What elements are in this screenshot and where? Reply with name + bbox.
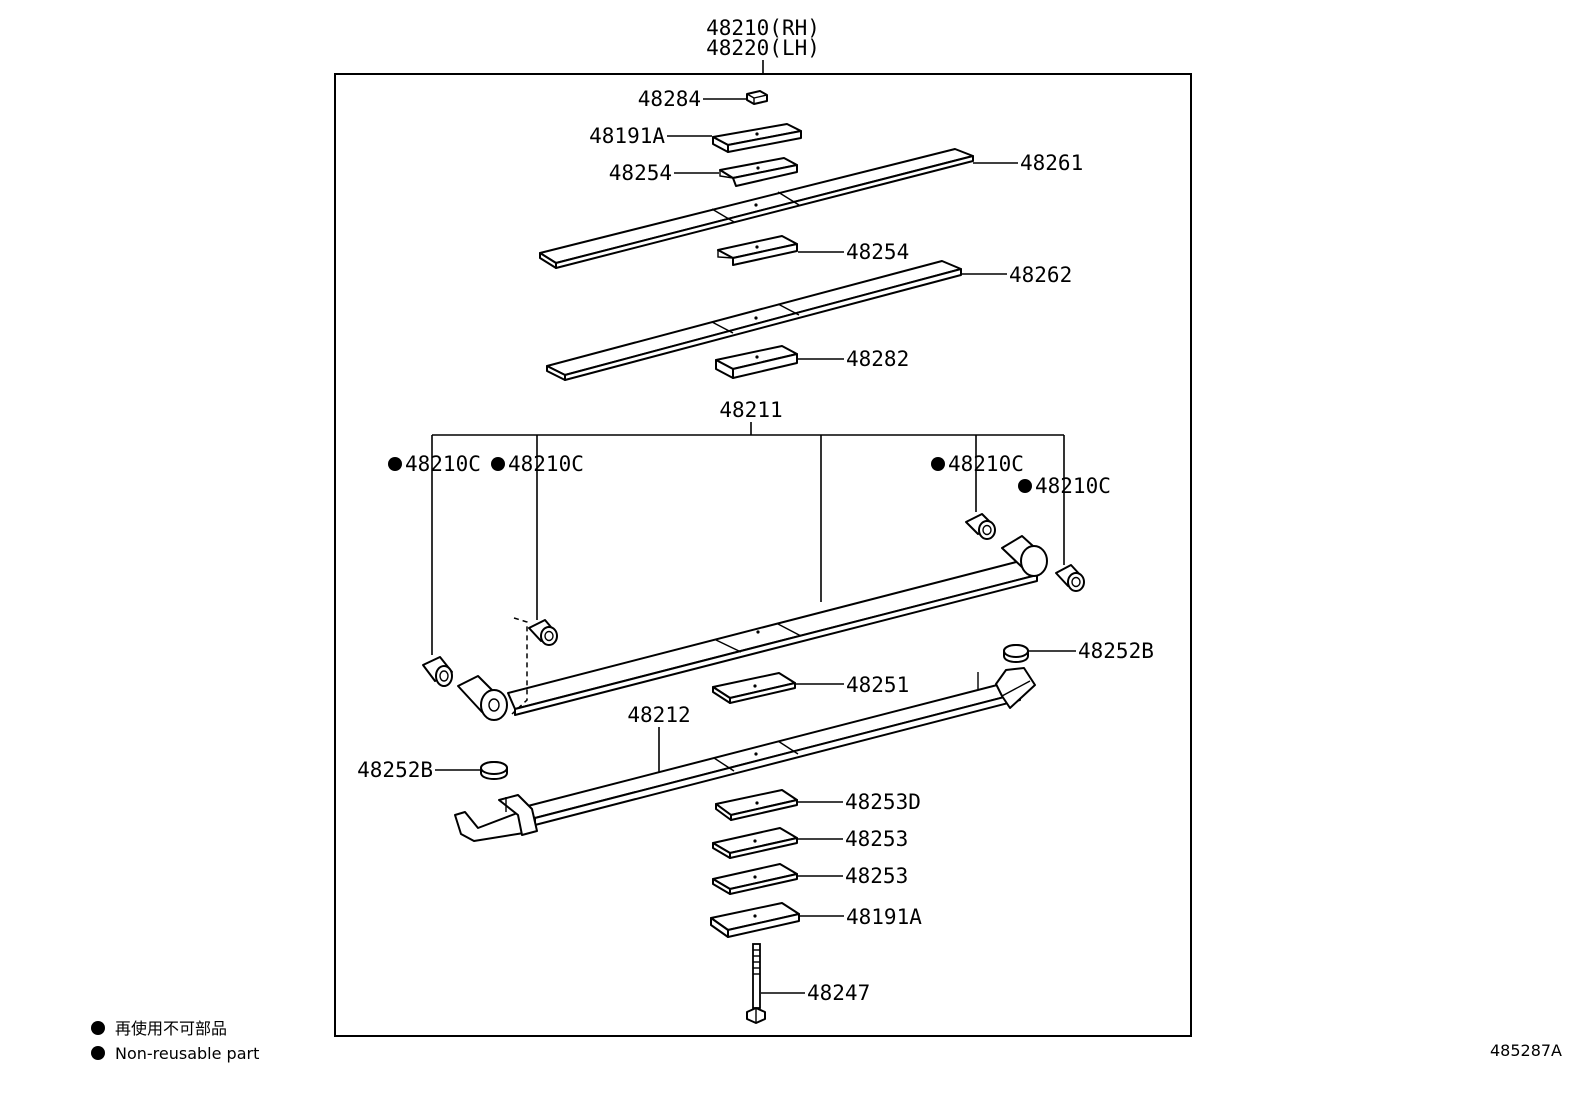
label-seat-2[interactable]: 48253 xyxy=(845,864,908,888)
seat-48253D[interactable] xyxy=(715,789,798,821)
bumper-front-48252B[interactable] xyxy=(480,761,508,780)
label-pad-bottom[interactable]: 48191A xyxy=(846,905,922,929)
non-reusable-dot-icon xyxy=(931,457,945,471)
label-bumper-rear[interactable]: 48252B xyxy=(1078,639,1154,663)
bushing-front-outer[interactable] xyxy=(422,656,453,687)
label-main-leaf[interactable]: 48211 xyxy=(719,398,782,422)
non-reusable-dot-icon xyxy=(491,457,505,471)
main-leaf-48211[interactable] xyxy=(457,535,1048,721)
leaf-48261[interactable] xyxy=(539,148,974,269)
bush-label-rear-inner[interactable]: 48210C xyxy=(931,452,1024,476)
svg-text:48210C: 48210C xyxy=(948,452,1024,476)
bushing-front-inner[interactable] xyxy=(528,619,558,646)
label-spacer[interactable]: 48282 xyxy=(846,347,909,371)
label-clip-mid[interactable]: 48254 xyxy=(846,240,909,264)
assembly-frame xyxy=(334,73,1192,1037)
spacer-48251[interactable] xyxy=(712,672,796,704)
label-leaf-1[interactable]: 48261 xyxy=(1020,151,1083,175)
bush-label-rear-outer[interactable]: 48210C xyxy=(1018,474,1111,498)
non-reusable-dot-icon xyxy=(1018,479,1032,493)
assembly-lh-label: 48220(LH) xyxy=(706,36,820,60)
svg-text:48210C: 48210C xyxy=(508,452,584,476)
label-clip-top[interactable]: 48254 xyxy=(609,161,672,185)
label-nut[interactable]: 48284 xyxy=(638,87,701,111)
legend-jp: 再使用不可部品 xyxy=(115,1019,227,1038)
figure-id: 485287A xyxy=(1490,1041,1562,1060)
nut-48284[interactable] xyxy=(746,90,768,105)
bush-label-front-outer[interactable]: 48210C xyxy=(388,452,481,476)
bushing-rear-inner[interactable] xyxy=(965,513,996,540)
bumper-rear-48252B[interactable] xyxy=(1003,644,1029,663)
label-seat-d[interactable]: 48253D xyxy=(845,790,921,814)
spacer-48282[interactable] xyxy=(715,345,798,379)
non-reusable-dot-icon xyxy=(91,1046,105,1060)
svg-text:48210C: 48210C xyxy=(405,452,481,476)
label-helper-leaf[interactable]: 48212 xyxy=(627,703,690,727)
clip-mid-48254[interactable] xyxy=(717,235,798,266)
label-bumper-front[interactable]: 48252B xyxy=(357,758,433,782)
seat-48253-2[interactable] xyxy=(712,863,798,895)
label-leaf-2[interactable]: 48262 xyxy=(1009,263,1072,287)
main-leaf-bracket xyxy=(431,422,1065,655)
center-bolt-48247[interactable] xyxy=(746,943,766,1024)
pad-bottom-48191A[interactable] xyxy=(710,902,800,938)
legend-en: Non-reusable part xyxy=(115,1044,259,1063)
helper-leaf-48212[interactable] xyxy=(454,667,1036,842)
non-reusable-dot-icon xyxy=(91,1021,105,1035)
bush-label-front-inner[interactable]: 48210C xyxy=(491,452,584,476)
bushing-rear-outer[interactable] xyxy=(1055,564,1085,592)
clip-top-48254[interactable] xyxy=(719,157,798,187)
assembly-rh-label: 48210(RH) xyxy=(706,16,820,40)
non-reusable-dot-icon xyxy=(388,457,402,471)
label-leaf-3-spacer[interactable]: 48251 xyxy=(846,673,909,697)
label-seat-1[interactable]: 48253 xyxy=(845,827,908,851)
pad-top-48191A[interactable] xyxy=(712,123,802,153)
eye-wrap-dashed xyxy=(511,617,528,715)
leaf-48262[interactable] xyxy=(546,260,962,381)
label-pad-top[interactable]: 48191A xyxy=(589,124,665,148)
label-center-bolt[interactable]: 48247 xyxy=(807,981,870,1005)
seat-48253-1[interactable] xyxy=(712,827,798,859)
svg-text:48210C: 48210C xyxy=(1035,474,1111,498)
legend: 再使用不可部品 Non-reusable part xyxy=(91,1019,259,1063)
